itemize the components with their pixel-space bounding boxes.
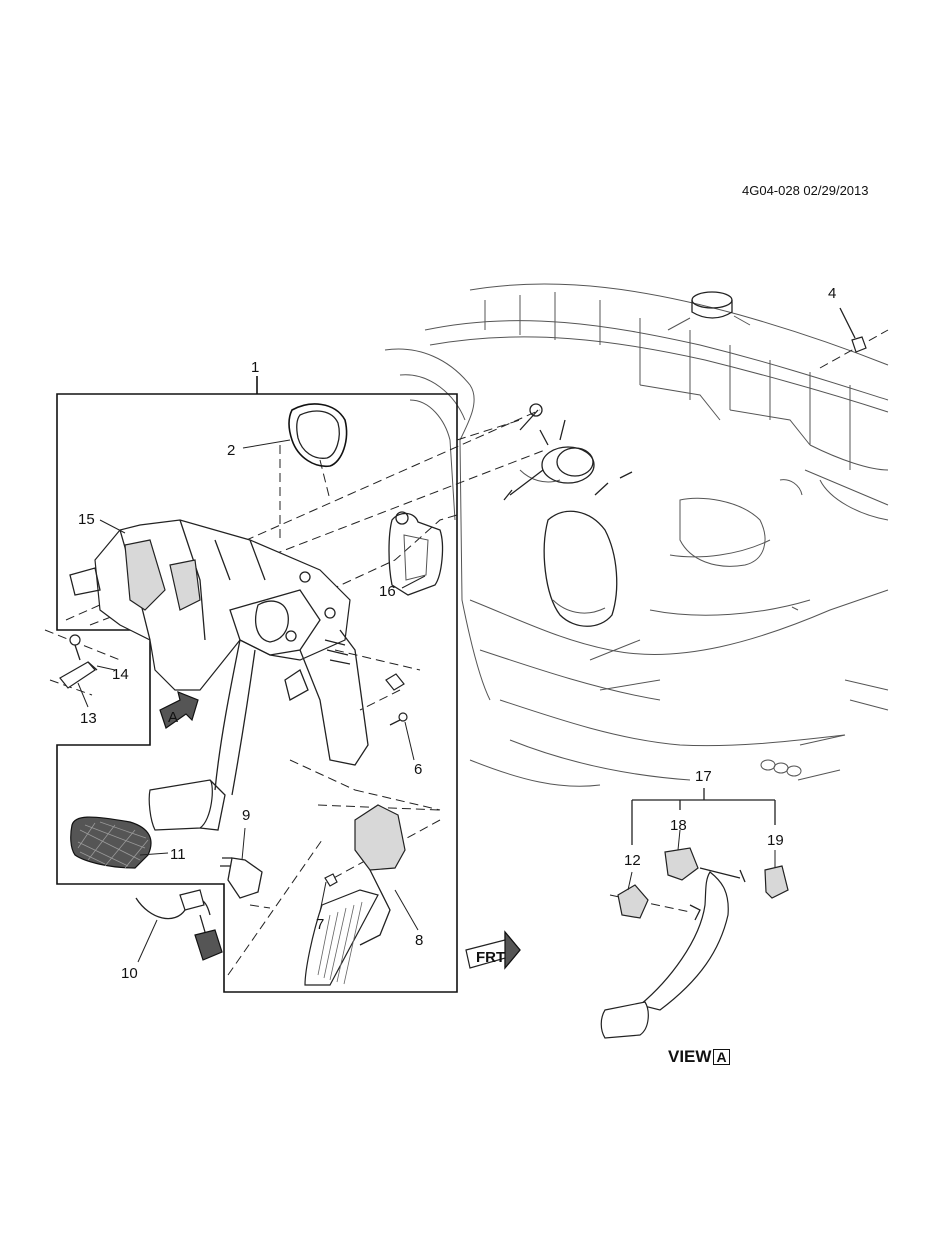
diagram-reference-code: 4G04-028 02/29/2013: [742, 183, 869, 198]
pedal-assembly-callout-frame: [56, 393, 458, 993]
bolt-item-6: [385, 673, 408, 726]
callout-19: 19: [767, 832, 784, 849]
callout-11: 11: [170, 846, 186, 863]
callout-17: 17: [695, 768, 712, 785]
callout-10: 10: [121, 965, 138, 982]
front-direction-arrow: FRT: [465, 930, 521, 970]
callout-14: 14: [112, 666, 129, 683]
callout-16: 16: [379, 583, 396, 600]
callout-1: 1: [251, 359, 259, 376]
leader-lines: [77, 439, 776, 963]
dash-panel-structure: [384, 283, 889, 787]
view-a-inset: [600, 788, 789, 1039]
pedal-bracket: [69, 519, 369, 766]
pedal-switch: [59, 634, 98, 689]
view-a-caption: VIEW A: [668, 1047, 730, 1067]
arrow-a-label: A: [168, 709, 178, 726]
pedal-insulator: [388, 511, 444, 596]
callout-4: 4: [828, 285, 836, 302]
callout-7: 7: [316, 916, 324, 933]
brake-pedal: [148, 639, 256, 831]
view-label: VIEW: [668, 1047, 712, 1066]
callout-18: 18: [670, 817, 687, 834]
callout-labels: 1 2 4 6 7 8 9 10 11 12 13 14 15 16 17 18…: [78, 285, 836, 982]
callout-2: 2: [227, 442, 235, 459]
callout-12: 12: [624, 852, 641, 869]
seal-gasket: [288, 403, 348, 467]
nut-item-4: [839, 307, 867, 353]
front-label: FRT: [476, 949, 505, 966]
wiring-harness: [135, 857, 263, 961]
view-label-box: A: [713, 1049, 730, 1065]
callout-6: 6: [414, 761, 422, 778]
callout-15: 15: [78, 511, 95, 528]
callout-13: 13: [80, 710, 97, 727]
callout-9: 9: [242, 807, 250, 824]
accelerator-pedal: [304, 804, 406, 986]
callout-8: 8: [415, 932, 423, 949]
pedal-pad-cover: [70, 816, 152, 869]
view-a-arrow: A: [159, 691, 199, 729]
